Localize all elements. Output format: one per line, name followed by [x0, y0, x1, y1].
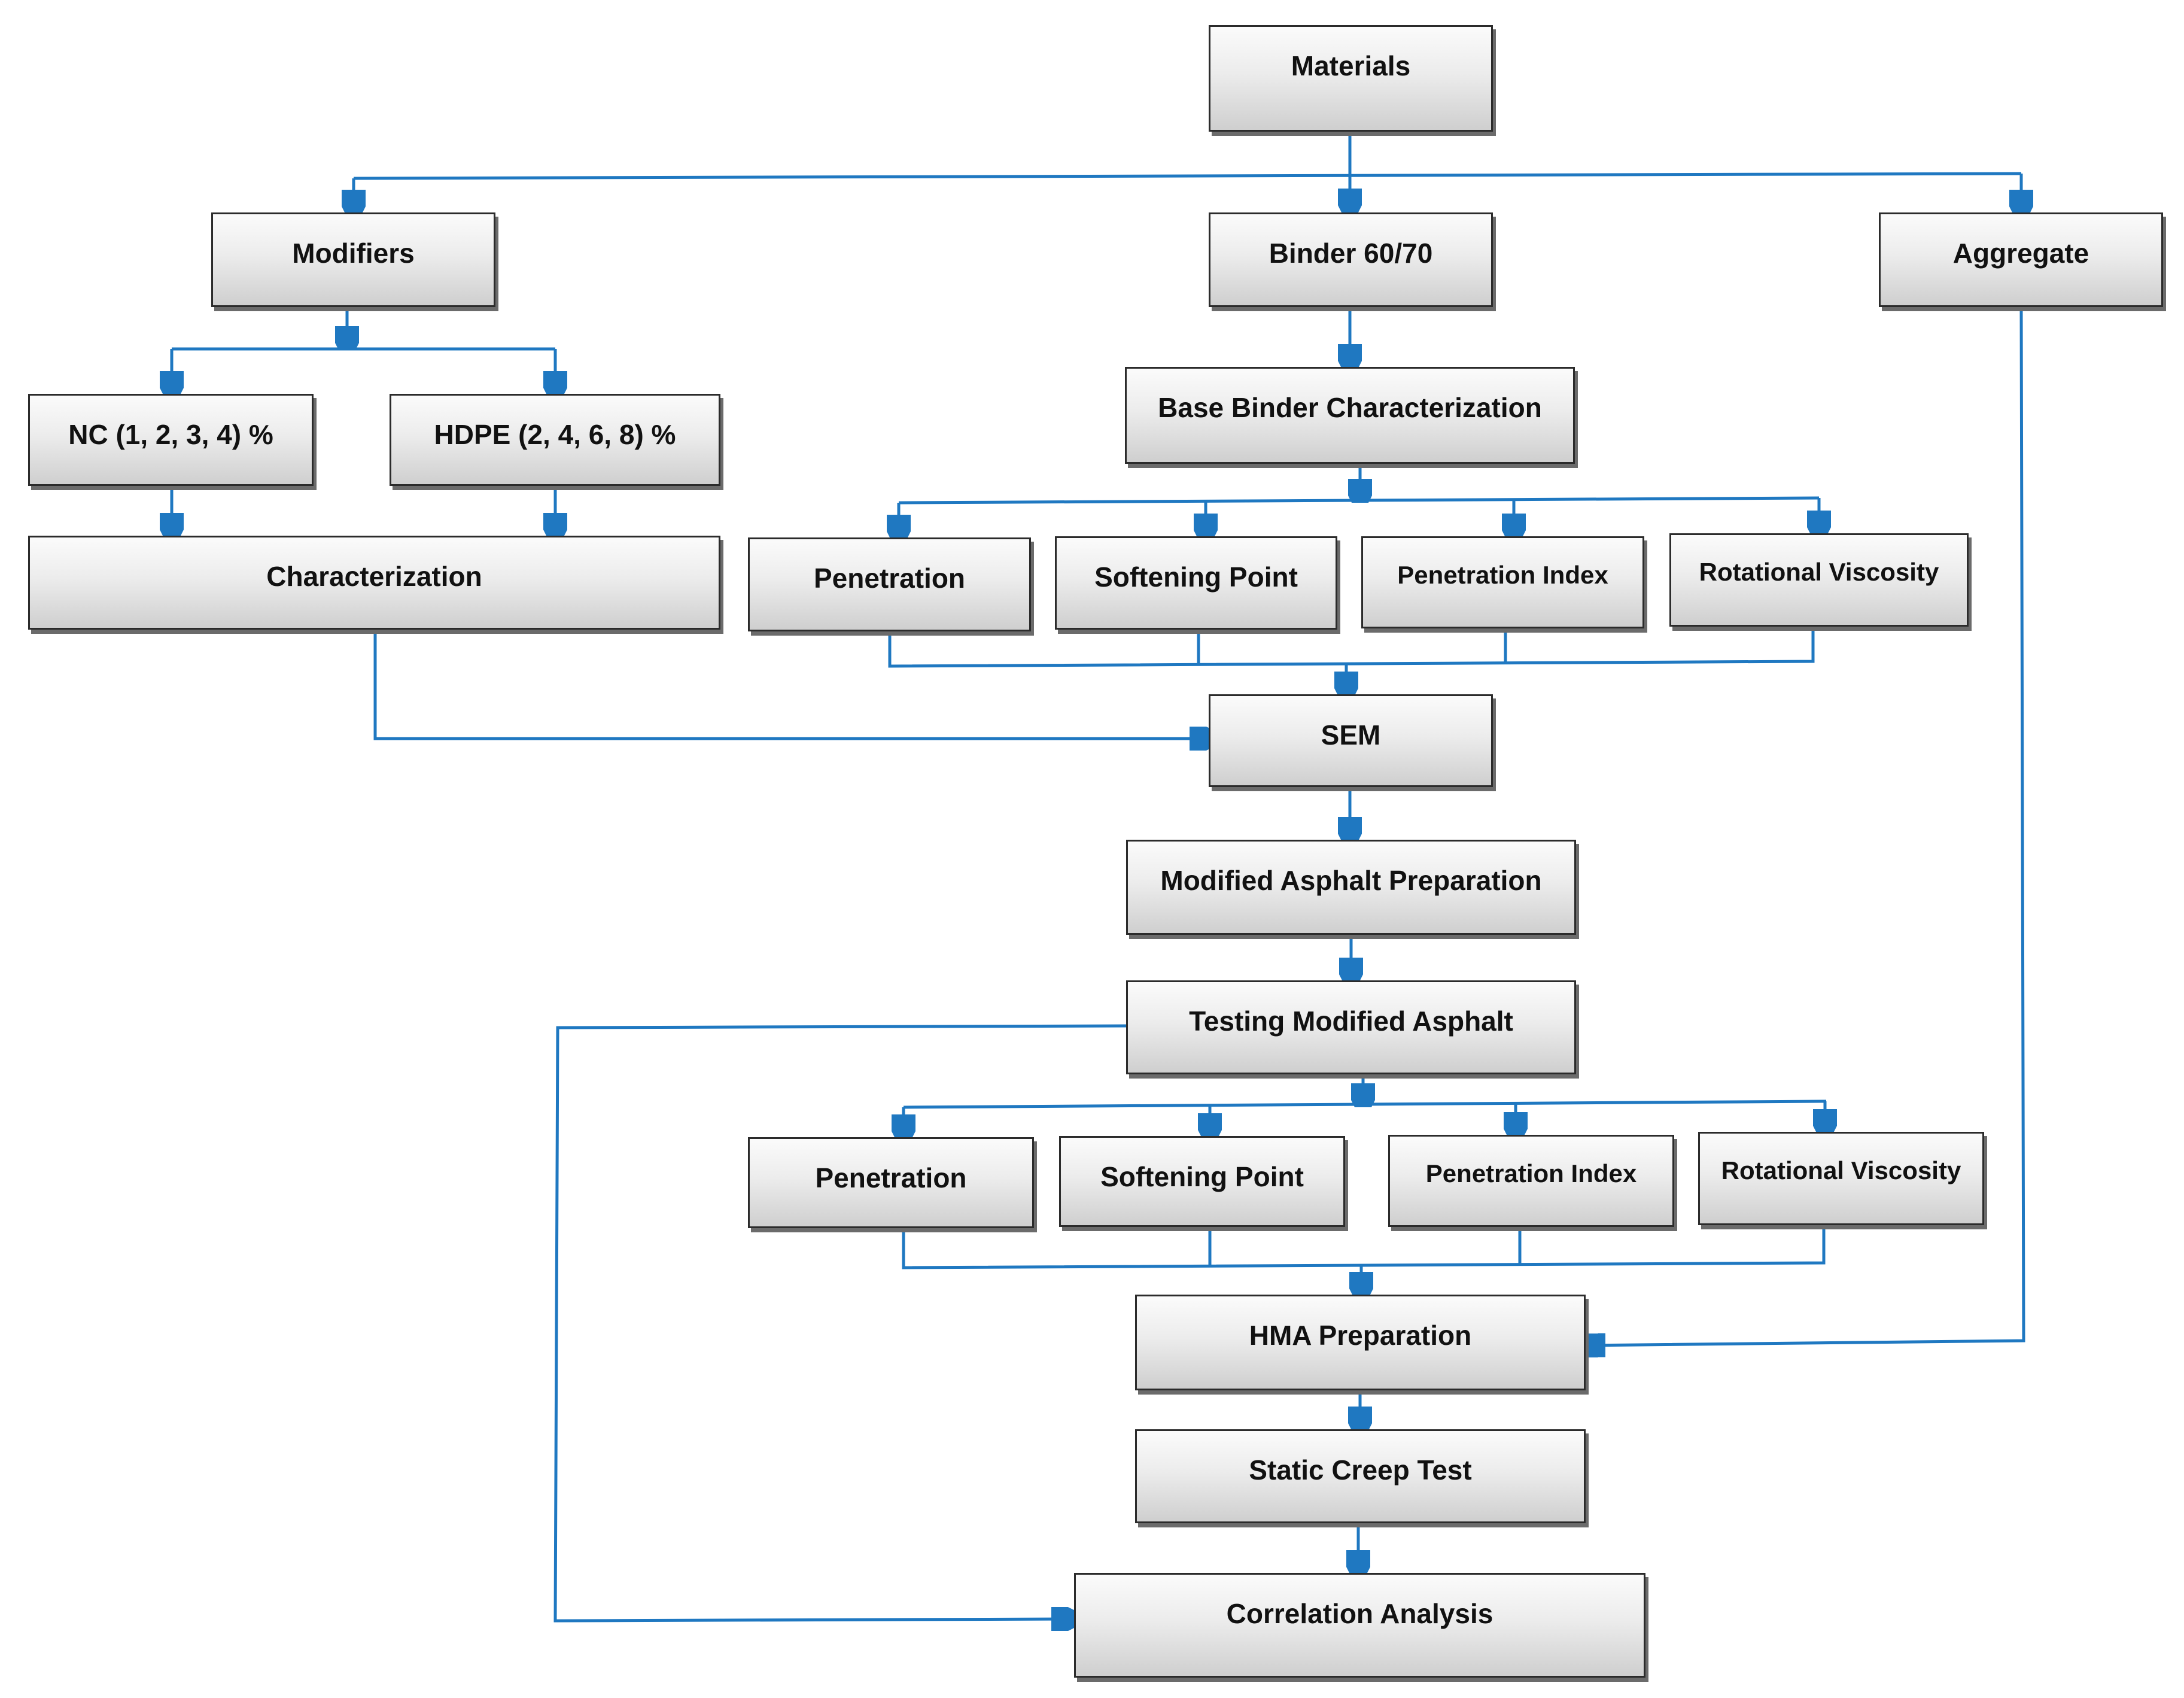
node-sem: SEM [1209, 694, 1493, 787]
node-softening-point-1: Softening Point [1055, 536, 1337, 630]
node-penetration-2: Penetration [748, 1137, 1034, 1228]
node-base-binder-characterization: Base Binder Characterization [1125, 367, 1575, 464]
node-penetration-index-1: Penetration Index [1361, 536, 1644, 628]
node-static-creep-test: Static Creep Test [1135, 1429, 1586, 1523]
line-tests2-collect [902, 1225, 1826, 1269]
node-penetration-index-2: Penetration Index [1388, 1135, 1674, 1227]
node-penetration-1: Penetration [748, 537, 1031, 631]
node-modified-asphalt-preparation: Modified Asphalt Preparation [1126, 840, 1576, 935]
line-char-to-sem [373, 630, 1210, 739]
node-aggregate: Aggregate [1879, 212, 2163, 307]
node-nc: NC (1, 2, 3, 4) % [28, 394, 314, 486]
line-aggregate-to-hma [1584, 306, 2025, 1345]
line-materials-bus [353, 172, 2022, 180]
node-testing-modified-asphalt: Testing Modified Asphalt [1126, 980, 1576, 1074]
line-tests1-bus [898, 496, 1820, 505]
node-correlation-analysis: Correlation Analysis [1074, 1573, 1645, 1678]
line-testing-to-correlation [553, 1024, 1127, 1621]
node-modifiers: Modifiers [211, 212, 495, 307]
node-hma-preparation: HMA Preparation [1135, 1295, 1586, 1390]
node-binder: Binder 60/70 [1209, 212, 1493, 307]
node-softening-point-2: Softening Point [1059, 1136, 1345, 1227]
node-characterization: Characterization [28, 536, 720, 630]
node-rotational-viscosity-1: Rotational Viscosity [1669, 533, 1969, 627]
line-tests1-collect [888, 627, 1815, 668]
line-tests2-bus [903, 1099, 1827, 1109]
node-hdpe: HDPE (2, 4, 6, 8) % [390, 394, 720, 486]
node-materials: Materials [1209, 25, 1493, 132]
node-rotational-viscosity-2: Rotational Viscosity [1698, 1132, 1984, 1225]
